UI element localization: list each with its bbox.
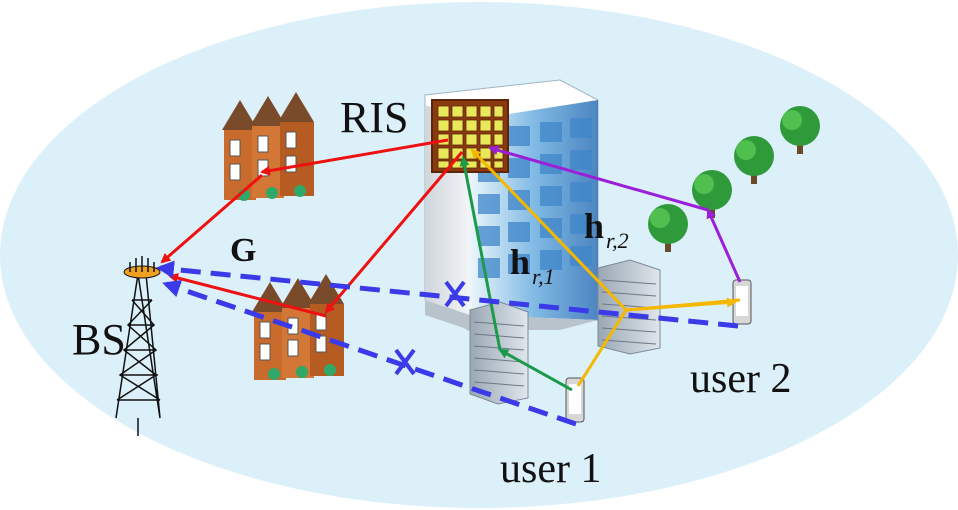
phone-icon bbox=[565, 377, 585, 423]
blocked-direct-link bbox=[156, 260, 739, 427]
ris-panel-icon bbox=[431, 99, 509, 173]
channel-h1-sub: r,1 bbox=[532, 264, 555, 289]
house-icon bbox=[252, 274, 344, 380]
blocked-mark-icon bbox=[394, 280, 466, 376]
channel-h2-main: h bbox=[584, 206, 605, 246]
channel-h1-label: hr,1 bbox=[510, 242, 555, 288]
user1-label: user 1 bbox=[500, 446, 602, 492]
house-icon bbox=[222, 92, 314, 201]
channel-h1-main: h bbox=[510, 242, 531, 282]
bs-antenna-icon bbox=[123, 256, 161, 279]
phone-icon bbox=[732, 279, 752, 325]
channel-g-label: G bbox=[230, 232, 257, 269]
user2-ris-link bbox=[488, 145, 742, 283]
channel-h2-sub: r,2 bbox=[606, 228, 629, 253]
tower-icon bbox=[115, 273, 161, 436]
user-ris-link-yellow bbox=[470, 148, 741, 387]
tree-icon bbox=[648, 106, 820, 252]
channel-h2-label: hr,2 bbox=[584, 206, 629, 252]
user2-label: user 2 bbox=[690, 356, 792, 402]
user1-ris-link bbox=[459, 156, 573, 392]
bs-label: BS bbox=[72, 315, 126, 364]
ris-label: RIS bbox=[340, 93, 409, 142]
